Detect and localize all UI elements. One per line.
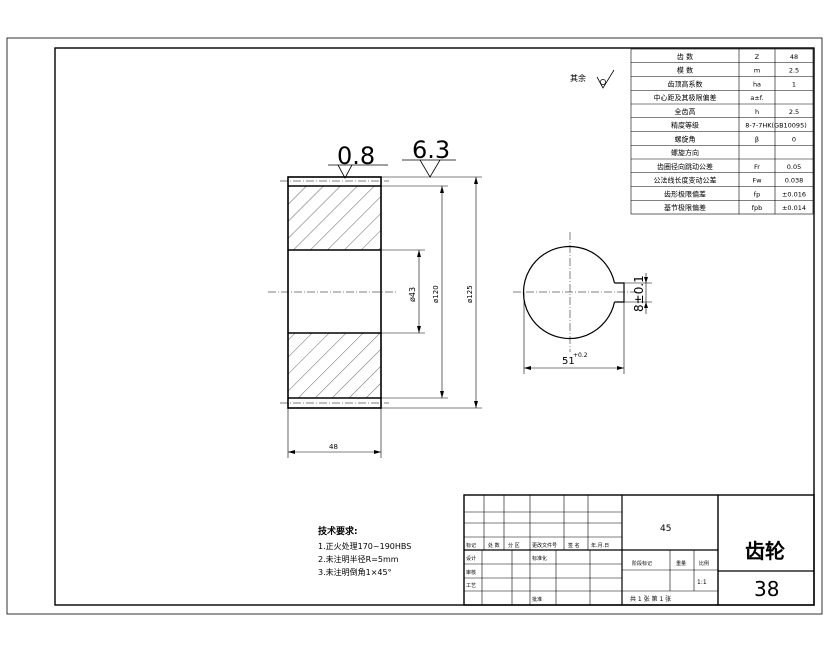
- tech-req-item-2: 2.未注明半径R=5mm: [318, 554, 399, 564]
- param-symbol: Fr: [754, 163, 760, 171]
- inner-frame: [54, 47, 815, 606]
- outer-frame: [6, 37, 823, 615]
- param-name: 螺旋方向: [671, 148, 699, 157]
- param-symbol: fp: [754, 190, 760, 198]
- roughness-symbol-icon: [596, 69, 615, 89]
- param-value: 2.5: [789, 108, 799, 116]
- tb-stage-label-1: 阶段标记: [632, 560, 652, 567]
- tb-row-label-4: 更改文件号: [532, 542, 557, 549]
- param-name: 齿顶高系数: [668, 79, 703, 88]
- param-symbol: Fw: [752, 177, 762, 185]
- roughness-value-1: 0.8: [337, 142, 375, 170]
- dim-keyway-depth: 51: [562, 356, 575, 367]
- title-block-sheet: 共 1 张 第 1 张: [630, 595, 671, 603]
- parameter-table: 齿 数 Z 48 模 数 m 2.5 齿顶高系数 ha 1 中心距及其极限偏差 a±f. 全齿高 h 2.…: [630, 48, 814, 215]
- technical-requirements: 技术要求: 1.正火处理170~190HBS 2.未注明半径R=5mm 3.未注…: [318, 525, 411, 577]
- param-value: ±0.014: [782, 204, 806, 212]
- title-block-scale: 1:1: [697, 579, 707, 586]
- dim-bore-dia: ø43: [408, 287, 417, 302]
- tech-req-item-3: 3.未注明倒角1×45°: [318, 567, 392, 577]
- tb-row-label-6: 年.月.日: [591, 542, 609, 549]
- param-value: ±0.016: [782, 190, 806, 198]
- param-value: 2.5: [789, 67, 799, 75]
- param-symbol: ha: [753, 80, 761, 88]
- param-value: 0: [792, 135, 796, 143]
- roughness-rest: 其余: [570, 69, 615, 89]
- param-name: 公法线长度变动公差: [654, 176, 717, 185]
- hub-end-view: 8±0.1 51 +0.2: [513, 232, 652, 374]
- title-block-drawing-no: 38: [754, 577, 779, 601]
- param-symbol: Z: [755, 53, 760, 61]
- tb-row-label-5: 签 名: [568, 542, 580, 549]
- param-name: 齿圈径向跳动公差: [657, 162, 713, 171]
- param-value: 0.038: [785, 177, 804, 185]
- tb-stage-label-2: 重量: [676, 560, 686, 567]
- param-symbol: fpb: [752, 204, 763, 212]
- param-symbol: β: [755, 135, 759, 143]
- param-name: 模 数: [677, 66, 693, 75]
- param-symbol: a±f.: [750, 94, 763, 102]
- dim-keyway-width: 8±0.1: [632, 275, 646, 312]
- tb-left-label-3: 审核: [466, 569, 476, 576]
- param-value: 1: [792, 80, 796, 88]
- tb-row-label-3: 分 区: [508, 542, 520, 549]
- param-name: 齿 数: [677, 52, 693, 61]
- param-name: 精度等级: [671, 121, 699, 130]
- tb-left-label-1: 设计: [466, 555, 476, 562]
- dim-keyway-depth-tol: +0.2: [573, 352, 588, 359]
- dim-outer-dia: ø125: [466, 285, 474, 303]
- param-name: 全齿高: [675, 107, 696, 116]
- param-name: 齿形极限偏差: [664, 189, 706, 198]
- param-name: 螺旋角: [675, 134, 696, 143]
- param-symbol: h: [755, 108, 759, 116]
- dim-root-dia: ø120: [432, 285, 440, 303]
- tb-left-label-5: 批准: [532, 596, 542, 603]
- tb-left-label-2: 标准化: [532, 555, 547, 562]
- dim-width: 48: [329, 443, 338, 451]
- param-name: 基节极限偏差: [664, 203, 706, 212]
- title-block-material: 45: [660, 524, 671, 534]
- param-value: 0.05: [787, 163, 801, 171]
- tb-left-label-4: 工艺: [466, 583, 476, 589]
- title-block-part-name: 齿轮: [745, 539, 785, 563]
- tb-stage-label-3: 比例: [699, 560, 709, 567]
- param-symbol: m: [754, 67, 760, 75]
- param-symbol: 8-7-7HK(GB10095): [745, 122, 807, 130]
- title-block: 45 齿轮 38 1:1 共 1 张 第 1 张 标记 处 数 分 区 更改文件…: [463, 494, 815, 606]
- gear-section-view: 0.8 6.3 ø43 ø120 ø125 48: [268, 136, 482, 458]
- roughness-rest-label: 其余: [570, 73, 586, 83]
- tb-row-label-2: 处 数: [488, 542, 500, 549]
- roughness-value-2: 6.3: [412, 136, 450, 164]
- tb-row-label-1: 标记: [466, 542, 476, 549]
- tech-req-title: 技术要求:: [318, 525, 358, 537]
- param-value: 48: [790, 53, 798, 61]
- tech-req-item-1: 1.正火处理170~190HBS: [318, 541, 411, 551]
- param-name: 中心距及其极限偏差: [654, 93, 717, 102]
